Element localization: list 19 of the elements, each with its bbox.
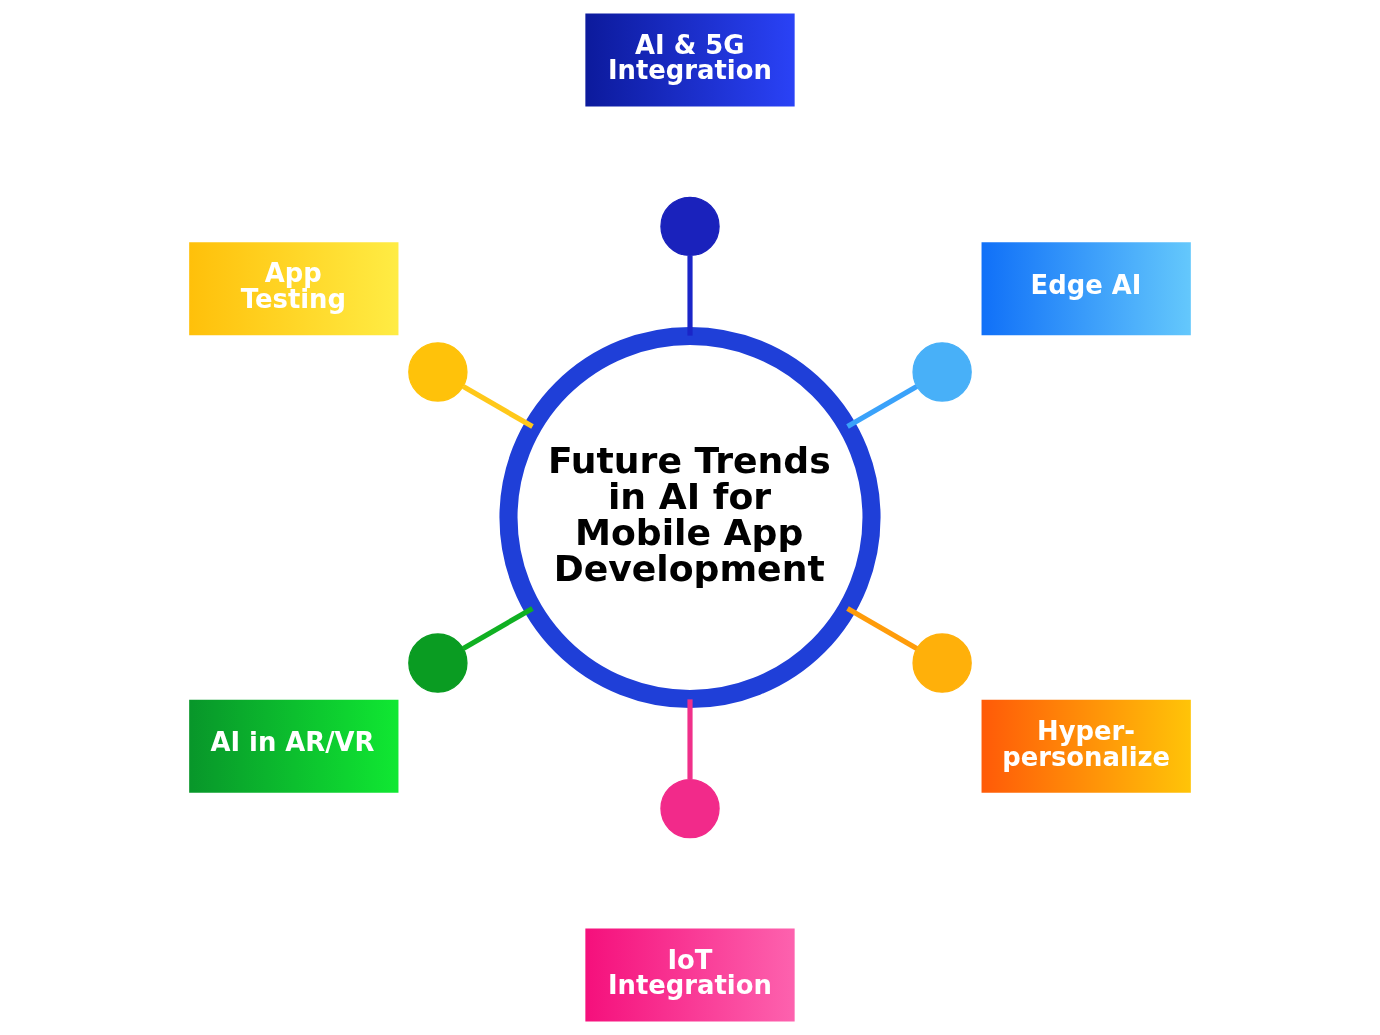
connector xyxy=(846,384,918,429)
node-box: IoT Integration xyxy=(585,928,795,1022)
connector xyxy=(462,384,534,429)
node-circle xyxy=(912,633,972,693)
node-box: AI in AR/VR xyxy=(189,699,399,793)
node-circle xyxy=(912,342,972,402)
connector xyxy=(687,255,693,336)
node-box: AI & 5G Integration xyxy=(585,13,795,107)
node-circle xyxy=(408,342,468,402)
connector xyxy=(462,606,534,651)
node-circle xyxy=(660,778,720,839)
connector xyxy=(846,606,918,651)
node-box: Hyper- personalize xyxy=(981,699,1191,793)
node-box: App Testing xyxy=(189,242,399,336)
node-circle xyxy=(660,196,720,257)
node-circle: Future Trends in AI for Mobile App Development xyxy=(499,326,881,709)
node-box: Edge AI xyxy=(981,242,1191,336)
node-circle xyxy=(408,633,468,693)
connector xyxy=(687,699,693,780)
